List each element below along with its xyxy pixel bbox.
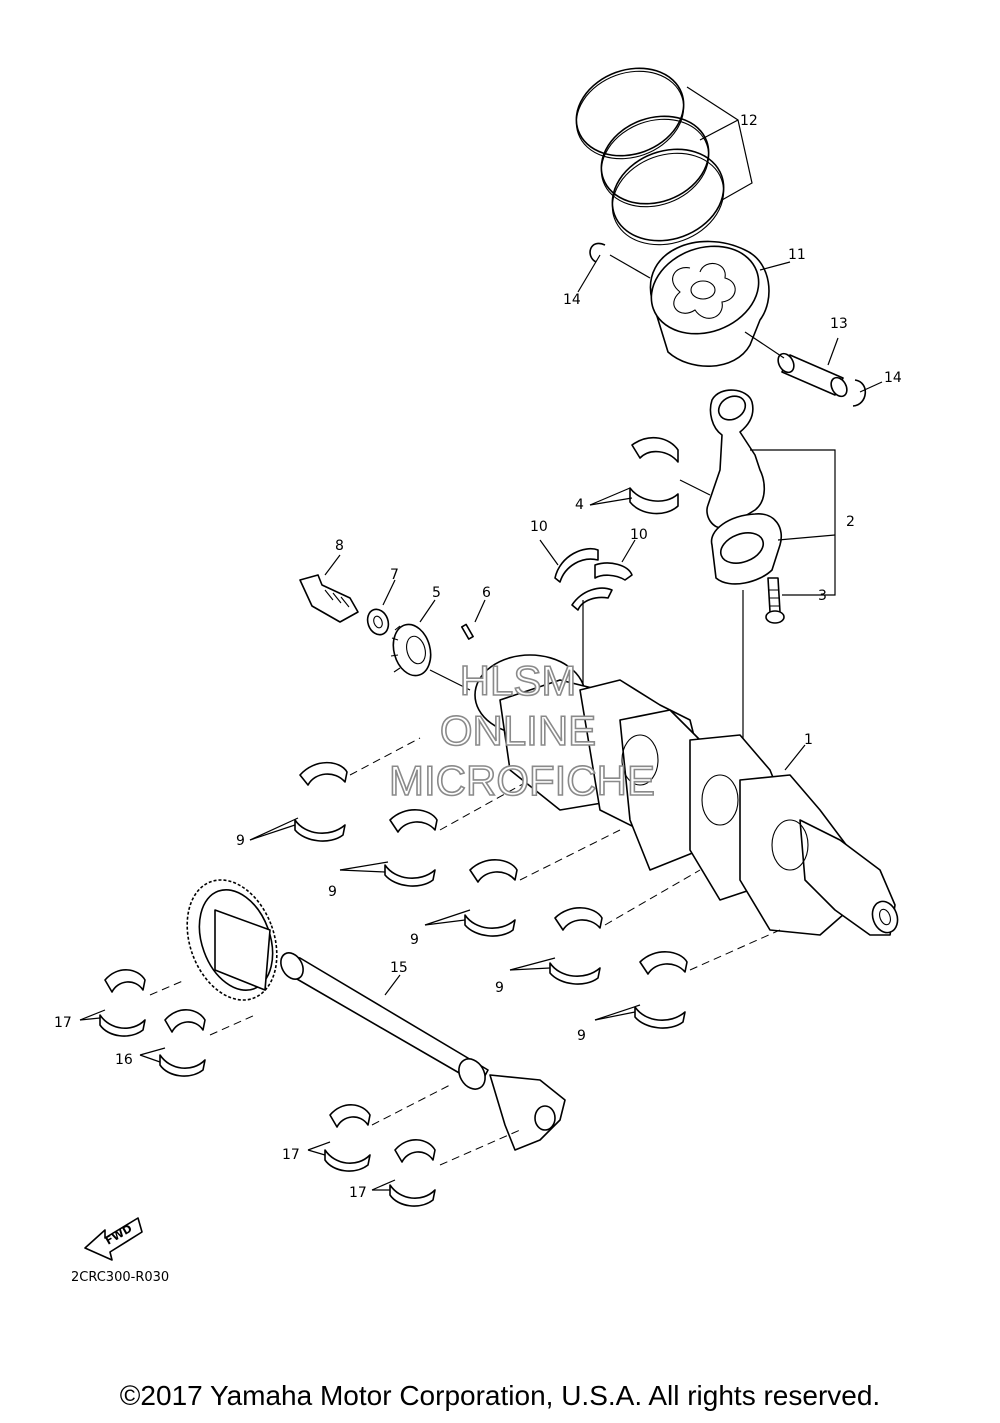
circlip-right: [852, 379, 867, 407]
watermark: HLSM ONLINE MICROFICHE: [388, 656, 656, 805]
callout-9-d: 9: [495, 980, 504, 996]
callout-10-right: 10: [630, 527, 648, 543]
piston-pin: [777, 352, 848, 398]
callout-17-b: 17: [282, 1147, 300, 1163]
piston-rings: [575, 67, 725, 246]
callout-7: 7: [390, 567, 399, 583]
callout-9-b: 9: [328, 884, 337, 900]
callout-5: 5: [432, 585, 441, 601]
callout-2: 2: [846, 514, 855, 530]
woodruff-key: [460, 623, 474, 640]
callout-17-c: 17: [349, 1185, 367, 1201]
washer: [366, 608, 390, 636]
callout-14-right: 14: [884, 370, 902, 386]
watermark-line-1: HLSM: [460, 657, 577, 704]
thrust-bearings: [554, 548, 633, 611]
callout-9-e: 9: [577, 1028, 586, 1044]
watermark-line-3: MICROFICHE: [389, 757, 655, 804]
callout-12: 12: [740, 113, 758, 129]
connecting-rod: [706, 389, 782, 585]
balancer-bearings: [99, 969, 436, 1207]
fwd-arrow: FWD: [84, 1217, 143, 1261]
balancer-shaft: [186, 879, 566, 1151]
callout-6: 6: [482, 585, 491, 601]
gear-stud: [299, 574, 359, 623]
main-bearings: [294, 761, 688, 1029]
circlip-left: [589, 242, 606, 263]
piston: [649, 240, 770, 368]
diagram-code: 2CRC300-R030: [71, 1270, 170, 1285]
crankshaft: [474, 654, 899, 936]
callout-14-top: 14: [563, 292, 581, 308]
rod-bolt: [765, 577, 785, 624]
callout-1: 1: [804, 732, 813, 748]
callout-9-c: 9: [410, 932, 419, 948]
callout-13: 13: [830, 316, 848, 332]
callout-15: 15: [390, 960, 408, 976]
callout-17-a: 17: [54, 1015, 72, 1031]
copyright-notice: ©2017 Yamaha Motor Corporation, U.S.A. A…: [119, 1380, 881, 1411]
watermark-line-2: ONLINE: [440, 707, 596, 754]
callout-4: 4: [575, 497, 584, 513]
big-end-bearings: [629, 436, 679, 515]
drive-gear: [390, 623, 432, 677]
callout-16: 16: [115, 1052, 133, 1068]
callout-10-left: 10: [530, 519, 548, 535]
callout-8: 8: [335, 538, 344, 554]
callout-9-a: 9: [236, 833, 245, 849]
callout-11: 11: [788, 247, 806, 263]
callout-3: 3: [818, 588, 827, 604]
